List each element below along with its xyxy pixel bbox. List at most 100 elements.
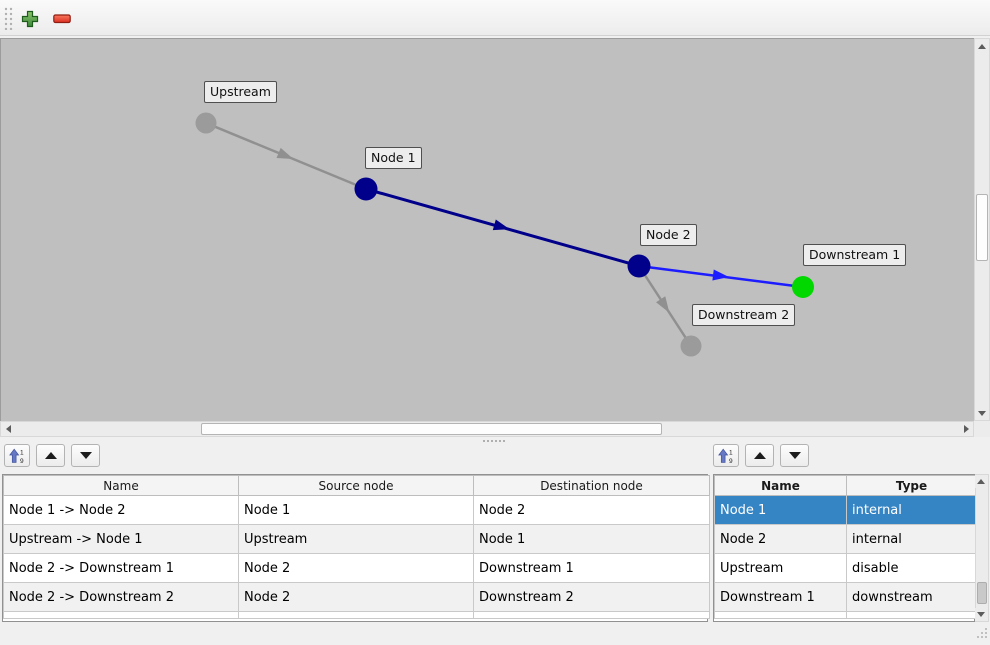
node-label-downstream1: Downstream 1 [803, 244, 907, 266]
add-node-button[interactable] [18, 7, 42, 31]
scroll-up-button[interactable] [975, 39, 989, 53]
node-label-upstream: Upstream [204, 81, 277, 103]
svg-text:9: 9 [20, 458, 24, 464]
node-table-row[interactable]: Downstream 1 downstream [714, 582, 977, 612]
node-label-node2: Node 2 [640, 224, 697, 246]
grip-dots-icon [4, 7, 13, 31]
header-source-node[interactable]: Source node [238, 475, 474, 496]
sort-ascending-icon: 1 9 [717, 448, 733, 464]
edge-name-cell[interactable]: Node 2 -> Downstream 2 [3, 582, 239, 612]
node-label-node1: Node 1 [365, 147, 422, 169]
window-resize-grip[interactable] [976, 624, 988, 643]
pane-splitter-handle[interactable] [0, 437, 990, 444]
node-table-empty-row [714, 611, 977, 619]
node-label-downstream2: Downstream 2 [692, 304, 796, 326]
node-table-row[interactable]: Node 2 internal [714, 524, 977, 554]
edge-arrow-icon [492, 219, 510, 231]
canvas-horizontal-scrollbar [0, 421, 974, 437]
node-type-cell[interactable]: internal [846, 495, 977, 525]
down-triangle-icon [788, 452, 801, 459]
svg-text:9: 9 [729, 458, 733, 464]
toolbar-drag-handle[interactable] [3, 6, 13, 34]
down-triangle-icon [978, 410, 986, 416]
edge-sort-button[interactable]: 1 9 [4, 444, 30, 467]
edge-source-cell[interactable]: Upstream [238, 524, 474, 554]
edge-move-down-button[interactable] [71, 444, 100, 467]
node-node1[interactable] [354, 177, 378, 201]
edge-arrow-icon [712, 269, 729, 281]
edge-destination-cell[interactable]: Node 2 [473, 495, 710, 525]
edge-table: Name Source node Destination node Node 1… [2, 474, 710, 622]
svg-text:1: 1 [20, 449, 24, 456]
plus-icon [21, 10, 39, 28]
edge-arrow-icon [656, 296, 670, 313]
up-triangle-icon [977, 479, 985, 484]
node-name-cell[interactable]: Downstream 1 [714, 582, 847, 612]
down-triangle-icon [977, 612, 985, 617]
node-downstream1[interactable] [792, 276, 814, 298]
sort-ascending-icon: 1 9 [8, 448, 24, 464]
header-destination-node[interactable]: Destination node [473, 475, 710, 496]
edge-table-row[interactable]: Node 2 -> Downstream 2 Node 2 Downstream… [3, 582, 710, 612]
splitter-dots-icon [483, 439, 505, 442]
header-name[interactable]: Name [3, 475, 239, 496]
edge-table-empty-row [3, 611, 710, 619]
node-name-cell[interactable]: Upstream [714, 553, 847, 583]
node-sort-button[interactable]: 1 9 [713, 444, 739, 467]
node-move-up-button[interactable] [745, 444, 774, 467]
node-table-toolbar: 1 9 [713, 444, 809, 467]
edge-source-cell[interactable]: Node 2 [238, 582, 474, 612]
edge-arrow-icon [276, 147, 294, 160]
node-move-down-button[interactable] [780, 444, 809, 467]
node-table-scrollbar-thumb[interactable] [977, 582, 987, 604]
header-type[interactable]: Type [846, 475, 977, 496]
node-name-cell[interactable]: Node 1 [714, 495, 847, 525]
node-type-cell[interactable]: disable [846, 553, 977, 583]
edge-table-header-row: Name Source node Destination node [3, 475, 710, 496]
edge-name-cell[interactable]: Node 1 -> Node 2 [3, 495, 239, 525]
scroll-down-button[interactable] [975, 608, 987, 621]
node-name-cell[interactable]: Node 2 [714, 524, 847, 554]
edge-destination-cell[interactable]: Node 1 [473, 524, 710, 554]
edge-source-cell[interactable]: Node 1 [238, 495, 474, 525]
edge-name-cell[interactable]: Node 2 -> Downstream 1 [3, 553, 239, 583]
scroll-up-button[interactable] [975, 475, 987, 488]
remove-node-button[interactable] [50, 7, 74, 31]
horizontal-scrollbar-thumb[interactable] [201, 423, 662, 435]
node-type-cell[interactable]: downstream [846, 582, 977, 612]
vertical-scrollbar-thumb[interactable] [976, 194, 988, 261]
scroll-right-button[interactable] [959, 422, 973, 436]
edge-table-row[interactable]: Upstream -> Node 1 Upstream Node 1 [3, 524, 710, 554]
edge-move-up-button[interactable] [36, 444, 65, 467]
node-table-scrollbar [975, 474, 989, 622]
node-upstream[interactable] [195, 112, 217, 134]
edge-table-row[interactable]: Node 2 -> Downstream 1 Node 2 Downstream… [3, 553, 710, 583]
node-table-header-row: Name Type [714, 475, 977, 496]
node-table: Name Type Node 1 internal Node 2 interna… [713, 474, 977, 622]
up-triangle-icon [44, 452, 57, 459]
right-triangle-icon [963, 425, 969, 433]
canvas-vertical-scrollbar [974, 38, 990, 421]
edge-name-cell[interactable]: Upstream -> Node 1 [3, 524, 239, 554]
node-node2[interactable] [627, 254, 651, 278]
svg-text:1: 1 [729, 449, 733, 456]
edge-destination-cell[interactable]: Downstream 2 [473, 582, 710, 612]
main-toolbar [0, 0, 990, 36]
edge-table-row[interactable]: Node 1 -> Node 2 Node 1 Node 2 [3, 495, 710, 525]
scrollbar-corner [974, 421, 990, 437]
node-table-row[interactable]: Upstream disable [714, 553, 977, 583]
edge-source-cell[interactable]: Node 2 [238, 553, 474, 583]
scroll-left-button[interactable] [1, 422, 15, 436]
header-name[interactable]: Name [714, 475, 847, 496]
node-type-cell[interactable]: internal [846, 524, 977, 554]
node-downstream2[interactable] [680, 335, 702, 357]
resize-grip-icon [977, 628, 987, 638]
edge-destination-cell[interactable]: Downstream 1 [473, 553, 710, 583]
minus-icon [53, 14, 71, 24]
node-table-row-selected[interactable]: Node 1 internal [714, 495, 977, 525]
up-triangle-icon [978, 43, 986, 49]
down-triangle-icon [79, 452, 92, 459]
scroll-down-button[interactable] [975, 406, 989, 420]
graph-canvas[interactable]: Upstream Node 1 Node 2 Downstream 1 Down… [0, 38, 974, 421]
